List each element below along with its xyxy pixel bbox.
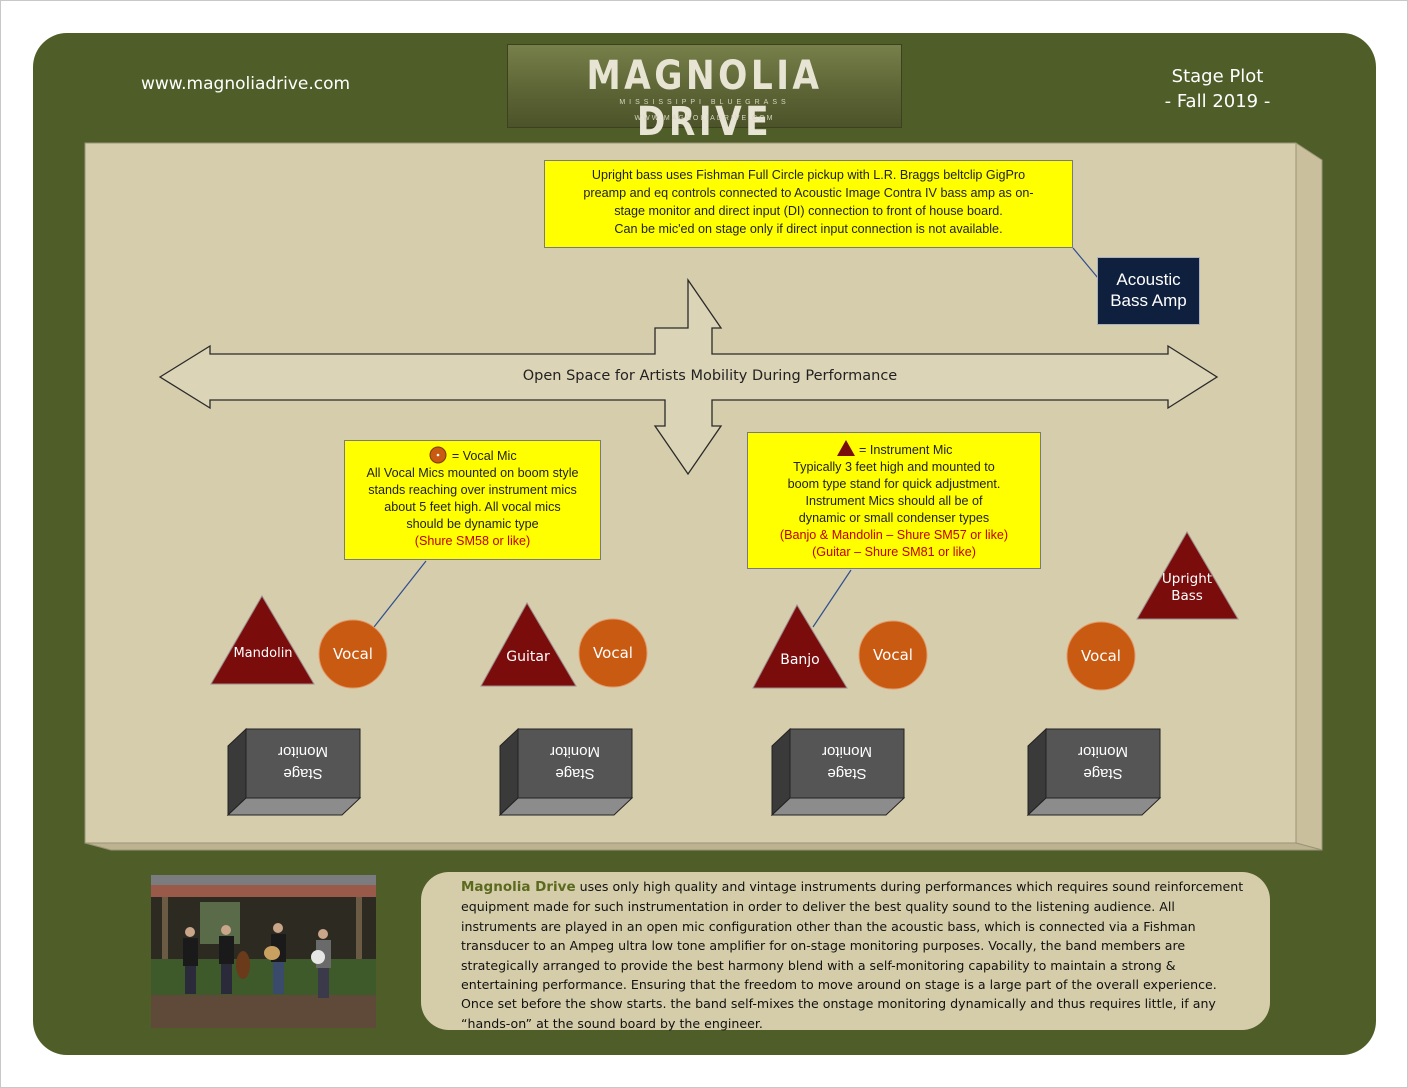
instrument-mic-legend-icon — [836, 440, 855, 456]
website-url[interactable]: www.magnoliadrive.com — [141, 74, 351, 94]
stage-monitor-1[interactable]: Stage Monitor — [247, 740, 359, 784]
vocal-note-line-5: (Shure SM58 or like) — [414, 534, 531, 548]
amp-label-line-2: Bass Amp — [1110, 291, 1187, 310]
vocal-note-line-2: stands reaching over instrument mics — [368, 483, 577, 497]
info-brand: Magnolia Drive — [461, 879, 576, 895]
vocal-legend: = Vocal Mic — [349, 446, 596, 465]
instrument-note-connector — [812, 569, 852, 628]
vocal-note-line-1: All Vocal Mics mounted on boom style — [366, 466, 579, 480]
bass-note-line-3: stage monitor and direct input (DI) conn… — [614, 204, 1003, 218]
stage-floor — [84, 142, 1297, 844]
acoustic-bass-amp[interactable]: Acoustic Bass Amp — [1097, 257, 1200, 325]
mandolin-label: Mandolin — [233, 646, 293, 661]
instrument-note-line-6: (Guitar – Shure SM81 or like) — [812, 545, 976, 559]
upright-bass-marker[interactable] — [1136, 531, 1239, 620]
upright-bass-label-line-2: Bass — [1171, 588, 1203, 604]
logo-title: MAGNOLIA DRIVE — [586, 53, 823, 145]
monitor-4-line-1: Stage — [1083, 765, 1123, 782]
bass-setup-note: Upright bass uses Fishman Full Circle pi… — [544, 160, 1073, 248]
vocal-label-4: Vocal — [1081, 647, 1121, 665]
bass-note-line-1: Upright bass uses Fishman Full Circle pi… — [591, 168, 1026, 182]
vocal-label-3: Vocal — [873, 646, 913, 664]
amp-label-line-1: Acoustic — [1116, 270, 1181, 289]
upright-bass-label-line-1: Upright — [1161, 571, 1213, 587]
instrument-note-line-4: dynamic or small condenser types — [798, 511, 990, 525]
logo-subtitle: MISSISSIPPI BLUEGRASS — [619, 99, 790, 106]
instrument-note-line-5: (Banjo & Mandolin – Shure SM57 or like) — [779, 528, 1009, 542]
monitor-2-line-1: Stage — [555, 765, 595, 782]
monitor-2-line-2: Monitor — [549, 743, 601, 760]
bass-note-line-2: preamp and eq controls connected to Acou… — [583, 186, 1034, 200]
open-space-label: Open Space for Artists Mobility During P… — [522, 368, 898, 384]
vocal-mic-note: = Vocal Mic All Vocal Mics mounted on bo… — [344, 440, 601, 560]
instrument-mic-note: = Instrument Mic Typically 3 feet high a… — [747, 432, 1041, 569]
monitor-4-line-2: Monitor — [1077, 743, 1129, 760]
stage-monitor-4-shape — [1026, 727, 1162, 817]
instrument-note-line-3: Instrument Mics should all be of — [805, 494, 983, 508]
vocal-note-connector — [373, 560, 427, 628]
stage-plot-season: - Fall 2019 - — [1164, 91, 1271, 112]
monitor-3-line-2: Monitor — [821, 743, 873, 760]
bass-note-connector — [1072, 247, 1099, 279]
monitor-1-line-2: Monitor — [277, 743, 329, 760]
mandolin-mic-marker[interactable] — [210, 595, 315, 685]
band-logo: MAGNOLIA DRIVE MISSISSIPPI BLUEGRASS WWW… — [507, 44, 902, 145]
banjo-mic-marker[interactable] — [752, 603, 848, 689]
vocal-mic-3[interactable] — [858, 620, 928, 690]
vocal-label-2: Vocal — [593, 644, 633, 662]
monitor-1-line-1: Stage — [283, 765, 323, 782]
vocal-mic-2[interactable] — [578, 618, 648, 688]
vocal-label-1: Vocal — [333, 645, 373, 663]
logo-url: WWW.MAGNOLIADRIVE.COM — [634, 115, 775, 122]
vocal-note-line-3: about 5 feet high. All vocal mics — [384, 500, 561, 514]
instrument-note-line-2: boom type stand for quick adjustment. — [787, 477, 1001, 491]
banjo-label: Banjo — [780, 652, 820, 668]
guitar-label: Guitar — [506, 649, 550, 665]
vocal-mic-legend-icon — [429, 446, 447, 464]
vocal-note-line-4: should be dynamic type — [406, 517, 539, 531]
info-text: uses only high quality and vintage instr… — [461, 879, 1244, 1031]
stage-monitor-4[interactable]: Stage Monitor — [1047, 740, 1159, 784]
stage-monitor-2-shape — [498, 727, 634, 817]
stage-plot-title: Stage Plot - Fall 2019 - — [1140, 64, 1295, 114]
stage-side — [1295, 142, 1323, 851]
stage-monitor-2[interactable]: Stage Monitor — [519, 740, 631, 784]
stage-monitor-3-shape — [770, 727, 906, 817]
guitar-mic-marker[interactable] — [480, 601, 577, 687]
band-photo-image — [151, 875, 376, 1028]
bass-note-line-4: Can be mic'ed on stage only if direct in… — [614, 222, 1003, 236]
vocal-mic-4[interactable] — [1066, 621, 1136, 691]
stage-monitor-1-shape — [226, 727, 362, 817]
vocal-mic-1[interactable] — [318, 619, 388, 689]
mobility-arrow — [158, 277, 1219, 476]
vocal-legend-text: = Vocal Mic — [451, 449, 517, 463]
stage-front — [84, 842, 1323, 851]
instrument-legend: = Instrument Mic — [752, 439, 1036, 459]
upright-bass-label: Upright Bass — [1147, 571, 1227, 605]
instrument-legend-text: = Instrument Mic — [859, 443, 953, 457]
instrument-note-line-1: Typically 3 feet high and mounted to — [793, 460, 995, 474]
stage-monitor-3[interactable]: Stage Monitor — [791, 740, 903, 784]
monitor-3-line-1: Stage — [827, 765, 867, 782]
equipment-info-panel: Magnolia Drive uses only high quality an… — [421, 872, 1270, 1031]
stage-plot-label: Stage Plot — [1171, 66, 1264, 87]
